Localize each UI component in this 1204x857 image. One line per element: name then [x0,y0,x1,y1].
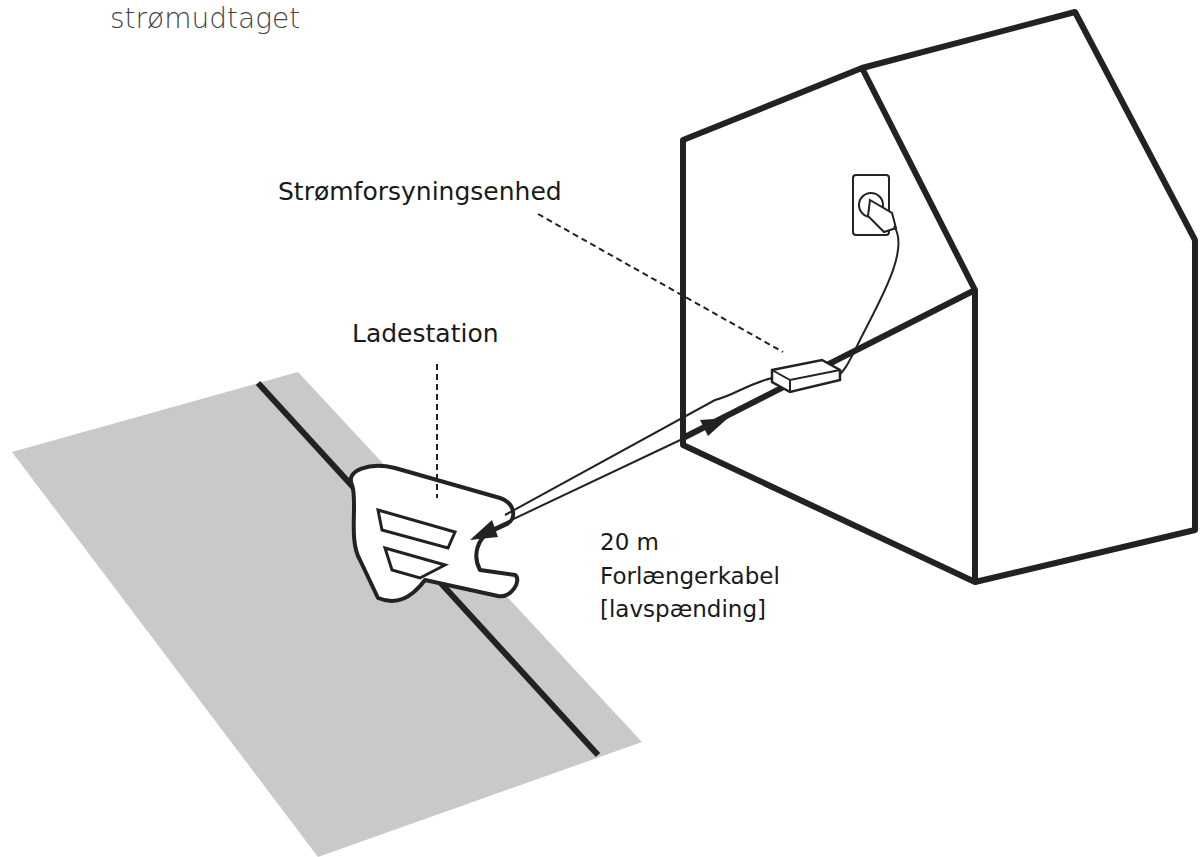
plug [868,200,896,232]
part-name: Ladestation [352,318,499,350]
charging-station [351,466,517,601]
arrowhead [470,520,498,540]
low-voltage-cable [505,378,772,515]
dimension-line [486,425,712,532]
part-name: Strømforsyningsenhed [278,176,562,208]
leader-line [436,364,438,498]
boundary-wire [258,383,598,755]
arrowhead [700,418,728,436]
house-side [862,12,1195,582]
leader-line [538,214,783,352]
station-slot [378,510,455,548]
power-supply-edge [772,370,840,392]
cable-name: Forlængerkabel [lavspænding] [600,560,820,626]
heading: strømudtaget [110,2,300,36]
power-supply-unit [772,360,840,392]
lawn [12,372,642,857]
mains-cable [835,226,899,378]
house-floor [683,290,975,438]
station-slot [385,548,445,578]
house-front [683,68,975,582]
dimension: 20 m [600,527,659,557]
